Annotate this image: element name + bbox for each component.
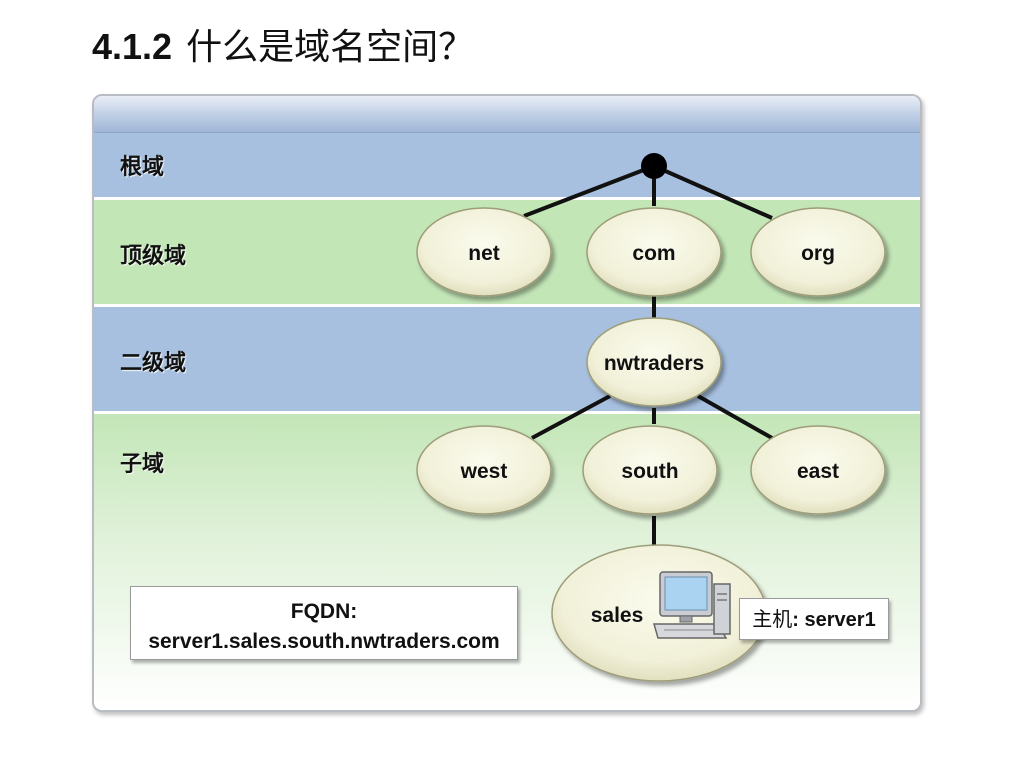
edge-nwtraders-west [531, 394, 611, 440]
node-south [582, 425, 718, 515]
fqdn-box: FQDN: server1.sales.south.nwtraders.com [130, 586, 518, 660]
fqdn-value: server1.sales.south.nwtraders.com [148, 630, 500, 653]
node-nwtraders-label: nwtraders [604, 352, 704, 375]
band-second-level-domain: 二级域 [94, 307, 920, 411]
edge-root-org [653, 164, 773, 220]
node-nwtraders [586, 317, 722, 407]
fqdn-label: FQDN: [290, 600, 358, 623]
host-box: 主机: server1 [739, 598, 889, 640]
node-com [586, 207, 722, 297]
node-sales [551, 544, 767, 682]
node-net-label: net [468, 242, 500, 265]
node-west-label: west [460, 460, 508, 483]
sub-domain-nodes [416, 425, 886, 515]
title-number: 4.1.2 [92, 26, 173, 67]
band-root-domain: 根域 [94, 133, 920, 197]
node-south-label: south [621, 460, 678, 483]
domain-tree: net com org nwtraders west south east sa… [416, 153, 886, 682]
node-sales-label: sales [591, 604, 644, 627]
diagram-panel: 根域 顶级域 二级域 子域 [92, 94, 922, 712]
top-level-nodes [416, 207, 886, 297]
computer-icon [653, 571, 731, 639]
node-west [416, 425, 552, 515]
tree-connectors [523, 164, 773, 548]
node-east [750, 425, 886, 515]
level-label-sub: 子域 [120, 452, 165, 477]
edge-root-net [523, 164, 655, 218]
node-org [750, 207, 886, 297]
host-value: : server1 [792, 609, 876, 631]
node-east-label: east [797, 460, 839, 483]
slide-title: 4.1.2 什么是域名空间？ [92, 18, 474, 70]
level-label-second: 二级域 [120, 351, 187, 376]
root-node [641, 153, 667, 179]
host-label: 主机 [752, 607, 793, 631]
title-text: 什么是域名空间？ [186, 27, 475, 68]
node-org-label: org [801, 242, 835, 265]
node-com-label: com [632, 242, 675, 265]
node-net [416, 207, 552, 297]
level-label-root: 根域 [120, 155, 165, 180]
panel-header [94, 96, 920, 133]
edge-nwtraders-east [697, 394, 773, 440]
level-label-top: 顶级域 [120, 244, 187, 269]
